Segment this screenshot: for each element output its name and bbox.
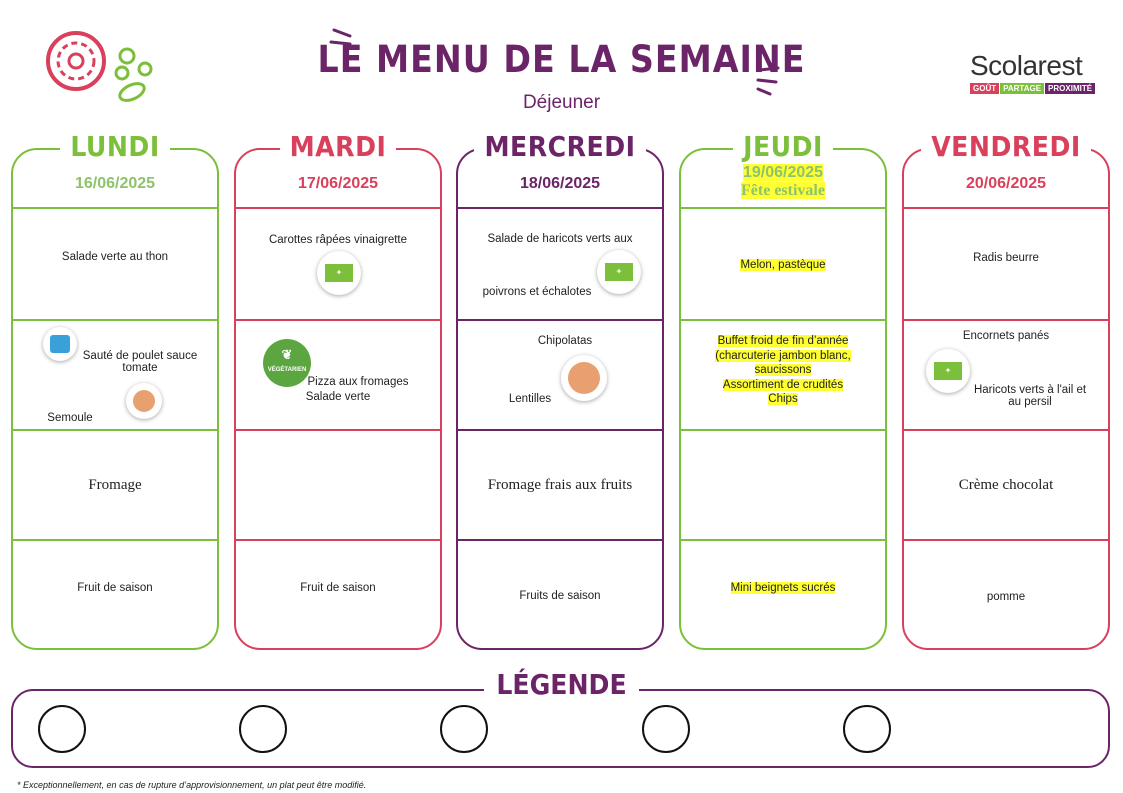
side-dish: Haricots verts à l'ail et au persil bbox=[973, 384, 1087, 408]
legend-circle bbox=[843, 705, 891, 753]
main-dish: Chipolatas bbox=[537, 335, 593, 347]
starter-dish: Melon, pastèque bbox=[740, 259, 826, 271]
row-divider bbox=[681, 429, 885, 431]
decorative-food-logo bbox=[46, 31, 153, 102]
side-dish: Salade verte bbox=[305, 391, 371, 403]
cheese-dish: Fromage bbox=[88, 477, 142, 493]
row-divider bbox=[904, 429, 1108, 431]
brand-tagline: GOÛT PARTAGE PROXIMITÉ bbox=[970, 83, 1105, 94]
brand-tag-gout: GOÛT bbox=[970, 83, 1000, 94]
row-divider bbox=[236, 539, 440, 541]
organic-eu-leaf-icon: ✦ bbox=[926, 349, 970, 393]
brand-tag-proximite: PROXIMITÉ bbox=[1045, 83, 1096, 94]
starter-dish-line: Salade de haricots verts aux bbox=[487, 233, 633, 245]
brand-name: Scolarest bbox=[970, 50, 1083, 81]
cheese-dish: Fromage frais aux fruits bbox=[487, 477, 633, 493]
day-date: 18/06/2025 bbox=[519, 175, 601, 192]
day-column-jeudi: JEUDI 19/06/2025 Fête estivale Melon, pa… bbox=[679, 130, 887, 650]
day-column-mardi: MARDI 17/06/2025 Carottes râpées vinaigr… bbox=[234, 130, 442, 650]
day-date: 19/06/2025 bbox=[742, 164, 824, 181]
side-dish: Semoule bbox=[47, 412, 93, 424]
side-dish: Lentilles bbox=[508, 393, 552, 405]
day-name: LUNDI bbox=[60, 130, 170, 163]
brand-logo: Scolarest GOÛT PARTAGE PROXIMITÉ bbox=[970, 50, 1105, 94]
organic-eu-leaf-icon: ✦ bbox=[597, 250, 641, 294]
dessert-dish: Fruits de saison bbox=[519, 590, 601, 602]
starter-dish: Carottes râpées vinaigrette bbox=[268, 234, 408, 246]
day-column-mercredi: MERCREDI 18/06/2025 Salade de haricots v… bbox=[456, 130, 664, 650]
row-divider bbox=[236, 319, 440, 321]
footnote: * Exceptionnellement, en cas de rupture … bbox=[17, 780, 367, 790]
legend-title: LÉGENDE bbox=[484, 668, 639, 701]
day-name: JEUDI bbox=[733, 130, 833, 163]
bleu-blanc-coeur-badge-icon bbox=[43, 327, 77, 361]
row-divider bbox=[13, 429, 217, 431]
day-name: VENDREDI bbox=[921, 130, 1091, 163]
label-rouge-badge-icon bbox=[126, 383, 162, 419]
row-divider bbox=[681, 539, 885, 541]
row-divider bbox=[681, 207, 885, 209]
event-name: Fête estivale bbox=[741, 182, 825, 199]
day-date: 20/06/2025 bbox=[965, 175, 1047, 192]
vegetarian-badge-icon: ❦ VÉGÉTARIEN bbox=[263, 339, 311, 387]
day-name: MARDI bbox=[279, 130, 397, 163]
dessert-dish: Fruit de saison bbox=[77, 582, 153, 594]
row-divider bbox=[236, 207, 440, 209]
legend-circle bbox=[642, 705, 690, 753]
main-dish: Pizza aux fromages bbox=[307, 376, 409, 388]
row-divider bbox=[458, 429, 662, 431]
title-dashes-right bbox=[756, 66, 780, 96]
brand-tag-partage: PARTAGE bbox=[1000, 83, 1045, 94]
row-divider bbox=[236, 429, 440, 431]
label-rouge-badge-icon bbox=[561, 355, 607, 401]
row-divider bbox=[681, 319, 885, 321]
main-dish: Sauté de poulet sauce tomate bbox=[82, 350, 198, 374]
dessert-dish: Fruit de saison bbox=[300, 582, 376, 594]
main-dish-lines: Buffet froid de fin d’année (charcuterie… bbox=[715, 335, 851, 405]
day-column-vendredi: VENDREDI 20/06/2025 Radis beurre Encorne… bbox=[902, 130, 1110, 650]
dessert-dish: Mini beignets sucrés bbox=[730, 582, 836, 594]
organic-eu-leaf-icon: ✦ bbox=[317, 251, 361, 295]
day-name: MERCREDI bbox=[474, 130, 646, 163]
day-column-lundi: LUNDI 16/06/2025 Salade verte au thon Sa… bbox=[11, 130, 219, 650]
starter-dish: Salade verte au thon bbox=[61, 251, 169, 263]
starter-dish-line: poivrons et échalotes bbox=[482, 286, 592, 298]
day-date: 17/06/2025 bbox=[297, 175, 379, 192]
row-divider bbox=[13, 539, 217, 541]
row-divider bbox=[904, 319, 1108, 321]
row-divider bbox=[904, 207, 1108, 209]
legend-circle bbox=[239, 705, 287, 753]
meal-subtitle: Déjeuner bbox=[522, 92, 601, 113]
day-date: 16/06/2025 bbox=[74, 175, 156, 192]
row-divider bbox=[458, 319, 662, 321]
legend-circle bbox=[440, 705, 488, 753]
dessert-dish: pomme bbox=[986, 591, 1026, 603]
title-dashes-left bbox=[329, 28, 352, 46]
row-divider bbox=[904, 539, 1108, 541]
row-divider bbox=[13, 319, 217, 321]
row-divider bbox=[458, 539, 662, 541]
row-divider bbox=[13, 207, 217, 209]
main-dish: Encornets panés bbox=[962, 330, 1050, 342]
cheese-dish: Crème chocolat bbox=[958, 477, 1054, 493]
starter-dish: Radis beurre bbox=[973, 252, 1039, 264]
row-divider bbox=[458, 207, 662, 209]
legend-circle bbox=[38, 705, 86, 753]
page-title: LE MENU DE LA SEMAINE bbox=[317, 38, 806, 81]
